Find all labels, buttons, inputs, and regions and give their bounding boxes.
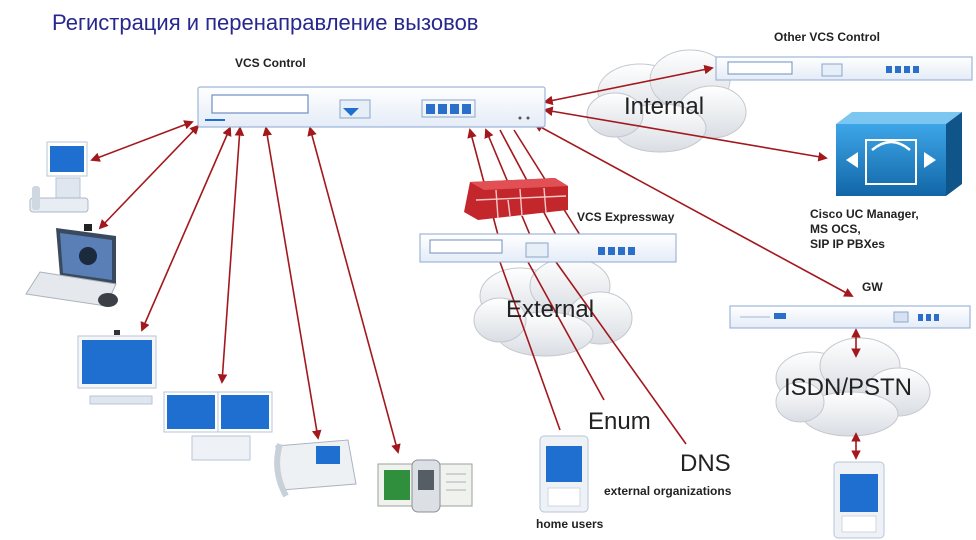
external-cloud-label: External — [506, 296, 595, 323]
internal-cloud-label: Internal — [624, 93, 705, 120]
room-system-icon — [377, 459, 473, 513]
link-control-to-room-system — [307, 126, 401, 454]
dual-screen-system-icon — [163, 391, 273, 461]
link-control-to-video-phone — [90, 120, 194, 162]
firewall-icon — [464, 178, 568, 220]
link-control-to-laptop — [98, 124, 200, 230]
cisco-uc-line-1: Cisco UC Manager, — [810, 207, 919, 221]
external-organizations-label: external organizations — [604, 484, 732, 498]
vcs-control-appliance — [197, 86, 546, 128]
vcs-expressway-appliance — [419, 233, 677, 263]
cisco-uc-label: Cisco UC Manager, MS OCS, SIP IP PBXes — [810, 207, 919, 252]
other-vcs-label: Other VCS Control — [774, 30, 881, 44]
cisco-uc-line-2: MS OCS, — [810, 222, 861, 236]
video-phone-icon — [29, 141, 89, 213]
link-control-to-monitor — [140, 126, 232, 332]
dns-label: DNS — [680, 450, 731, 477]
gw-label: GW — [862, 280, 883, 294]
vcs-expressway-label: VCS Expressway — [577, 210, 675, 224]
link-expressway-to-home-users — [499, 261, 561, 431]
isdn-pstn-cloud-label: ISDN/PSTN — [784, 374, 913, 401]
link-control-to-other-vcs — [543, 64, 714, 106]
cisco-uc-line-3: SIP IP PBXes — [810, 237, 885, 251]
link-control-to-gw — [533, 123, 854, 297]
desk-phone-icon — [274, 439, 357, 498]
enum-label: Enum — [588, 408, 651, 435]
isdn-pstn-cloud — [775, 337, 931, 437]
vcs-control-label: VCS Control — [235, 56, 306, 70]
home-user-device-icon — [539, 435, 589, 513]
other-vcs-appliance — [715, 56, 973, 81]
connection-lines — [90, 64, 861, 460]
page-title: Регистрация и перенаправление вызовов — [52, 10, 479, 35]
gw-appliance — [729, 305, 971, 329]
cisco-uc-manager-icon — [836, 112, 962, 196]
link-expressway-to-dns — [555, 261, 687, 445]
video-monitor-icon — [77, 330, 157, 405]
link-expressway-to-enum — [527, 261, 605, 401]
home-users-label: home users — [536, 517, 604, 531]
link-control-to-dual-screen — [217, 126, 245, 384]
pstn-phone-icon — [833, 461, 885, 539]
laptop-icon — [25, 224, 118, 307]
link-control-to-desk-phone — [262, 126, 322, 440]
